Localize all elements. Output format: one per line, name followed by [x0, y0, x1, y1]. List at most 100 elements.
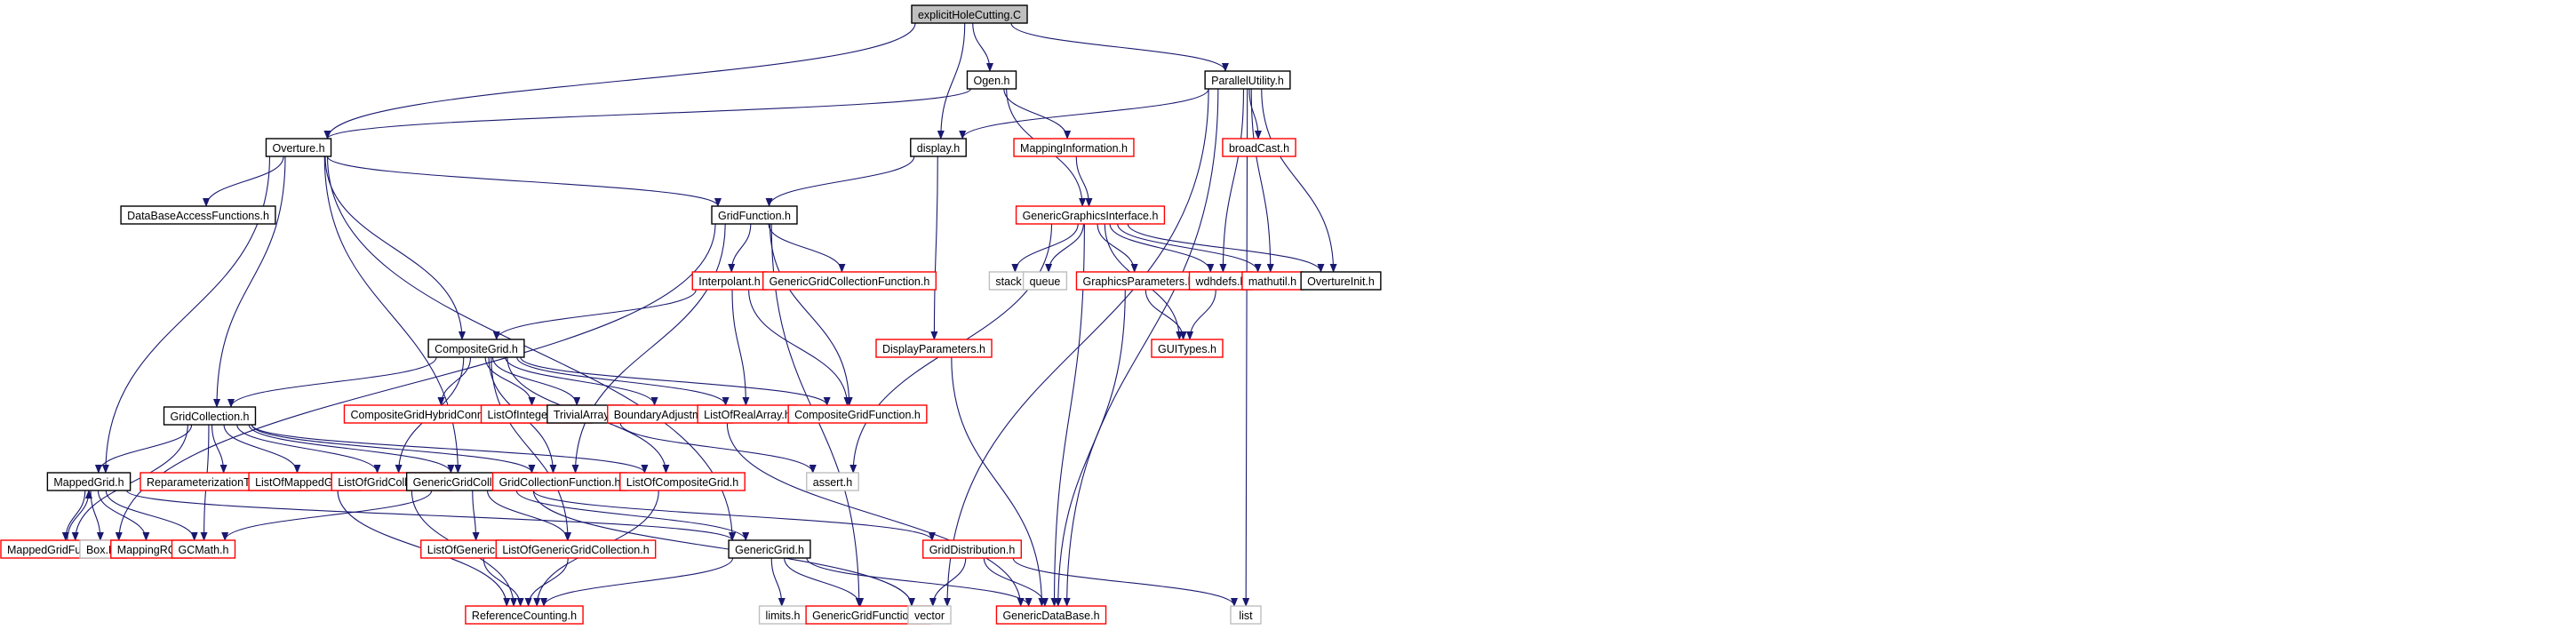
node-compositegrid-h[interactable]: CompositeGrid.h: [427, 339, 525, 358]
edge-interpolant-to-compositegridfunction: [748, 289, 851, 406]
edge-genericgrid-to-genericgridfunction: [784, 557, 865, 607]
edge-parallelutility-to-list: [1242, 88, 1250, 607]
edge-compositegrid-to-listofgenericgridcollection: [490, 356, 572, 541]
edge-genericgrid-to-referencecounting: [540, 557, 734, 607]
node-mappinginformation-h[interactable]: MappingInformation.h: [1013, 138, 1135, 157]
node-assert-h: assert.h: [806, 472, 859, 491]
node-mathutil-h[interactable]: mathutil.h: [1241, 271, 1304, 291]
edge-genericgrid-to-limits: [770, 557, 786, 607]
node-genericgraphicsinterface-h[interactable]: GenericGraphicsInterface.h: [1015, 205, 1166, 225]
node-stack: stack: [988, 271, 1029, 291]
node-label: TrivialArray.h: [554, 409, 618, 421]
edge-genericgrid-to-genericdatabase: [806, 557, 1033, 607]
edge-gridcollection-to-listofgridcollection: [236, 424, 381, 474]
edge-genericgridcollection-to-vector: [532, 490, 915, 607]
node-label: GenericGrid.h: [735, 544, 804, 556]
node-ogen-h[interactable]: Ogen.h: [966, 70, 1017, 90]
node-interpolant-h[interactable]: Interpolant.h: [691, 271, 768, 291]
node-label: Overture.h: [272, 142, 324, 155]
node-gridcollection-h[interactable]: GridCollection.h: [163, 406, 257, 426]
node-label: explicitHoleCutting.C: [918, 9, 1021, 21]
node-overture-h[interactable]: Overture.h: [265, 138, 332, 157]
node-gridfunction-h[interactable]: GridFunction.h: [711, 205, 798, 225]
node-compositegridfunction-h[interactable]: CompositeGridFunction.h: [787, 404, 928, 424]
edge-genericgridcollection-to-gcmath: [221, 490, 433, 541]
edge-gridcollection-to-gridcollectionfunction: [251, 424, 536, 474]
node-displayparameters-h[interactable]: DisplayParameters.h: [875, 339, 993, 358]
node-label: stack: [995, 275, 1022, 288]
edge-mappedgrid-to-boxh: [90, 490, 104, 541]
node-listofcompositegrid-h[interactable]: ListOfCompositeGrid.h: [619, 472, 746, 491]
node-box: [1230, 605, 1262, 625]
node-gcmath-h[interactable]: GCMath.h: [171, 539, 236, 559]
node-label: DataBaseAccessFunctions.h: [127, 210, 269, 222]
edge-genericgraphicsinterface-to-genericdatabase: [1050, 223, 1085, 607]
edge-parallelutility-to-genericdatabase: [1063, 88, 1219, 607]
node-genericdatabase-h[interactable]: GenericDataBase.h: [995, 605, 1107, 625]
edge-compositegrid-to-gridcollection: [227, 356, 437, 408]
node-broadcast-h[interactable]: broadCast.h: [1222, 138, 1296, 157]
edge-overture-to-gridfunction: [326, 156, 722, 207]
edge-listofgenericgridcollection-to-referencecounting: [524, 557, 569, 607]
edge-gridfunction-to-genericgridcollectionfunction: [768, 223, 846, 273]
node-referencecounting-h[interactable]: ReferenceCounting.h: [465, 605, 584, 625]
node-label: wdhdefs.h: [1195, 275, 1247, 288]
edge-listofgenericgrid-to-referencecounting: [483, 557, 524, 607]
node-listofrealarray-h[interactable]: ListOfRealArray.h: [697, 404, 798, 424]
edge-gridcollection-to-mappedgridfunction: [71, 424, 188, 541]
node-explicitholecutting-c[interactable]: explicitHoleCutting.C: [911, 4, 1028, 24]
edge-explicitholecutting-to-ogen: [972, 22, 993, 72]
node-trivialarray-h[interactable]: TrivialArray.h: [546, 404, 625, 424]
edge-gridcollection-to-listofmappedgrid: [223, 424, 301, 474]
node-griddistribution-h[interactable]: GridDistribution.h: [922, 539, 1022, 559]
node-label: GenericGraphicsInterface.h: [1023, 210, 1159, 222]
node-label: GridDistribution.h: [929, 544, 1016, 556]
edge-genericgridcollection-to-listofgenericgrid: [472, 490, 480, 541]
edge-genericgridcollection-to-griddistribution: [532, 490, 936, 541]
node-label: Interpolant.h: [698, 275, 761, 288]
node-overtureinit-h[interactable]: OvertureInit.h: [1300, 271, 1382, 291]
edge-parallelutility-to-wdhdefs: [1219, 88, 1245, 273]
edge-parallelutility-to-overtureinit: [1261, 88, 1337, 273]
node-label: list: [1239, 610, 1253, 622]
edge-graphicsparameters-to-guitypes: [1144, 289, 1187, 340]
node-listofgenericgridcollection-h[interactable]: ListOfGenericGridCollection.h: [495, 539, 657, 559]
node-databaseaccessfunctions-h[interactable]: DataBaseAccessFunctions.h: [120, 205, 276, 225]
node-genericgridfunction-h[interactable]: GenericGridFunction.h: [805, 605, 931, 625]
node-gridcollectionfunction-h[interactable]: GridCollectionFunction.h: [491, 472, 628, 491]
node-label: GCMath.h: [179, 544, 229, 556]
edge-explicitholecutting-to-display: [937, 22, 966, 140]
node-guitypes-h[interactable]: GUITypes.h: [1151, 339, 1224, 358]
edge-gridcollection-to-listofcompositegrid: [251, 424, 649, 474]
edge-explicitholecutting-to-parallelutility: [1010, 22, 1229, 72]
node-parallelutility-h[interactable]: ParallelUtility.h: [1204, 70, 1291, 90]
edge-genericgridcollection-to-genericgrid: [515, 490, 750, 541]
edge-ogen-to-mappinginformation: [1003, 88, 1072, 140]
node-label: CompositeGrid.h: [435, 343, 518, 355]
edge-display-to-displayparameters: [930, 156, 938, 340]
node-genericgrid-h[interactable]: GenericGrid.h: [728, 539, 811, 559]
node-label: Box.H: [86, 544, 116, 556]
node-box: [1300, 271, 1382, 291]
node-label: MappedGrid.h: [53, 476, 124, 489]
node-display-h[interactable]: display.h: [910, 138, 967, 157]
node-box: [875, 339, 993, 358]
node-box: [619, 472, 746, 491]
node-label: GUITypes.h: [1158, 343, 1216, 355]
node-wdhdefs-h[interactable]: wdhdefs.h: [1188, 271, 1254, 291]
edge-gridcollection-to-reparameterizationtransform: [211, 424, 227, 474]
node-box: [787, 404, 928, 424]
node-box: [1151, 339, 1224, 358]
edge-parallelutility-to-broadcast: [1248, 88, 1262, 140]
node-graphicsparameters-h[interactable]: GraphicsParameters.h: [1075, 271, 1201, 291]
edge-compositegrid-to-listofintegerarray: [484, 356, 536, 406]
edge-overture-to-genericgrid: [326, 156, 737, 541]
edge-display-to-gridfunction: [765, 156, 915, 207]
node-mappedgrid-h[interactable]: MappedGrid.h: [46, 472, 132, 491]
node-label: GridFunction.h: [718, 210, 791, 222]
node-box: [1222, 138, 1296, 157]
node-box: [907, 605, 952, 625]
node-label: limits.h: [766, 610, 801, 622]
node-genericgridcollectionfunction-h[interactable]: GenericGridCollectionFunction.h: [762, 271, 937, 291]
node-label: GridCollectionFunction.h: [499, 476, 621, 489]
